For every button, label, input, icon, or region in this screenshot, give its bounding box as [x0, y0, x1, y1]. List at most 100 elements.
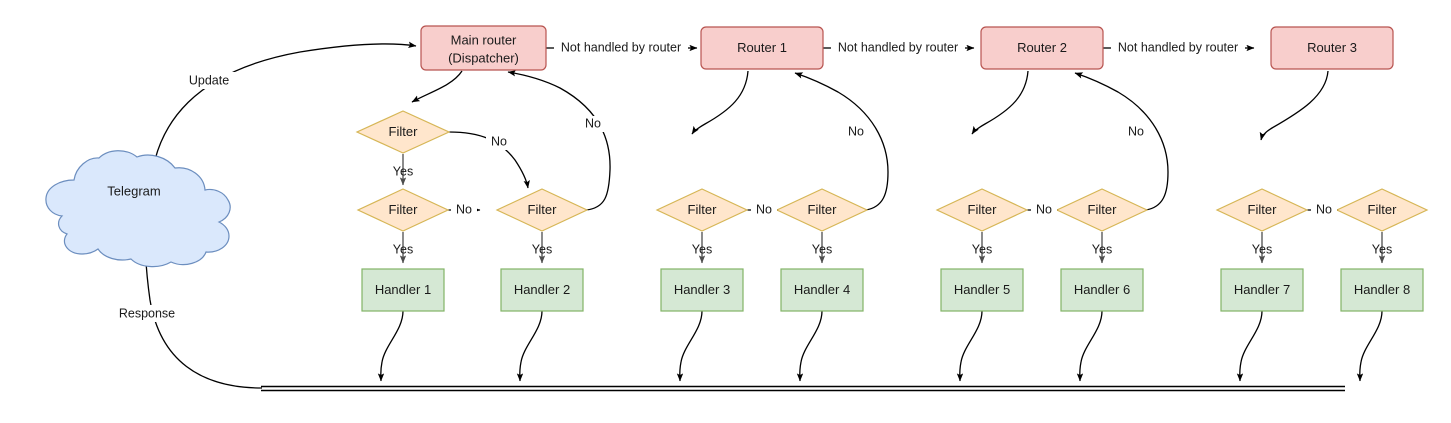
node-handler-1[interactable]: Handler 1	[361, 268, 445, 312]
edge-label-yes-3: Yes	[532, 242, 552, 256]
edge-label-no-4: No	[751, 202, 777, 218]
label-yes-4: Yes	[692, 242, 712, 256]
node-handler-5[interactable]: Handler 5	[940, 268, 1024, 312]
telegram-cloud-label: Telegram	[107, 183, 160, 198]
node-handler-7[interactable]: Handler 7	[1220, 268, 1304, 312]
label-not-handled-2: Not handled by router	[838, 40, 958, 54]
edge-handler1-to-bus	[377, 310, 404, 382]
edge-label-no-3: No	[580, 116, 606, 132]
node-filter-4[interactable]: Filter	[655, 188, 749, 232]
edge-label-yes-6: Yes	[972, 242, 992, 256]
edge-label-yes-2: Yes	[393, 242, 413, 256]
label-update: Update	[189, 73, 229, 87]
edge-filter3-no-mainrouter	[507, 70, 611, 211]
edge-filter5-no-router1	[794, 72, 889, 211]
node-router-1[interactable]: Router 1	[700, 26, 824, 70]
node-router-3[interactable]: Router 3	[1270, 26, 1394, 70]
edge-label-yes-1: Yes	[393, 164, 413, 178]
node-filter-6[interactable]: Filter	[935, 188, 1029, 232]
router-2-label: Router 2	[1017, 40, 1067, 55]
label-no-7: No	[1128, 124, 1144, 138]
label-yes-1: Yes	[393, 164, 413, 178]
node-main-router[interactable]: Main router (Dispatcher)	[420, 25, 547, 71]
telegram-cloud[interactable]: Telegram	[45, 150, 231, 268]
node-router-2[interactable]: Router 2	[980, 26, 1104, 70]
node-filter-2[interactable]: Filter	[356, 188, 450, 232]
edge-handler4-to-bus	[796, 310, 823, 382]
label-yes-9: Yes	[1372, 242, 1392, 256]
edge-router3-to-filter8	[1259, 70, 1329, 141]
edge-handler8-to-bus	[1356, 310, 1383, 382]
label-yes-2: Yes	[393, 242, 413, 256]
edge-router2-to-filter6	[971, 70, 1029, 135]
edge-mainrouter-to-filter1	[411, 70, 463, 103]
handler-7-label: Handler 7	[1234, 282, 1290, 297]
filter-2-label: Filter	[389, 202, 419, 217]
label-no-1: No	[491, 134, 507, 148]
edge-update	[149, 41, 417, 197]
handler-4-label: Handler 4	[794, 282, 850, 297]
edge-label-not-handled-2: Not handled by router	[831, 39, 965, 56]
label-yes-3: Yes	[532, 242, 552, 256]
edge-label-no-5: No	[843, 124, 869, 140]
label-no-6: No	[1036, 202, 1052, 216]
handler-1-label: Handler 1	[375, 282, 431, 297]
node-filter-7[interactable]: Filter	[1055, 188, 1149, 232]
router-1-label: Router 1	[737, 40, 787, 55]
label-no-5: No	[848, 124, 864, 138]
filter-8-label: Filter	[1248, 202, 1278, 217]
label-no-4: No	[756, 202, 772, 216]
edge-label-no-2: No	[451, 202, 477, 218]
filter-5-label: Filter	[808, 202, 838, 217]
label-not-handled-1: Not handled by router	[561, 40, 681, 54]
label-yes-6: Yes	[972, 242, 992, 256]
label-no-3: No	[585, 116, 601, 130]
edge-handler7-to-bus	[1236, 310, 1263, 382]
label-no-2: No	[456, 202, 472, 216]
edge-handler6-to-bus	[1076, 310, 1103, 382]
filter-7-label: Filter	[1088, 202, 1118, 217]
edge-label-yes-7: Yes	[1092, 242, 1112, 256]
node-handler-3[interactable]: Handler 3	[660, 268, 744, 312]
handler-6-label: Handler 6	[1074, 282, 1130, 297]
label-yes-8: Yes	[1252, 242, 1272, 256]
handler-3-label: Handler 3	[674, 282, 730, 297]
edge-handler5-to-bus	[956, 310, 983, 382]
edge-label-no-1: No	[486, 134, 512, 150]
edge-label-no-6: No	[1031, 202, 1057, 218]
edge-handler3-to-bus	[676, 310, 703, 382]
node-handler-2[interactable]: Handler 2	[500, 268, 584, 312]
node-filter-9[interactable]: Filter	[1335, 188, 1429, 232]
main-router-label-line2: (Dispatcher)	[448, 50, 519, 65]
node-filter-1[interactable]: Filter	[355, 110, 451, 154]
edge-label-not-handled-1: Not handled by router	[554, 39, 688, 56]
edge-filter1-no-filter3	[448, 131, 530, 189]
filter-9-label: Filter	[1368, 202, 1398, 217]
response-bus	[261, 385, 1345, 392]
edge-router1-to-filter4	[691, 70, 749, 135]
edge-label-not-handled-3: Not handled by router	[1111, 39, 1245, 56]
label-response: Response	[119, 306, 175, 320]
node-handler-6[interactable]: Handler 6	[1060, 268, 1144, 312]
filter-4-label: Filter	[688, 202, 718, 217]
handler-8-label: Handler 8	[1354, 282, 1410, 297]
router-3-label: Router 3	[1307, 40, 1357, 55]
label-yes-7: Yes	[1092, 242, 1112, 256]
label-yes-5: Yes	[812, 242, 832, 256]
edge-label-no-7: No	[1123, 124, 1149, 140]
node-filter-5[interactable]: Filter	[775, 188, 869, 232]
edge-handler2-to-bus	[516, 310, 543, 382]
label-not-handled-3: Not handled by router	[1118, 40, 1238, 54]
edge-filter7-no-router2	[1074, 72, 1169, 211]
handler-2-label: Handler 2	[514, 282, 570, 297]
node-filter-3[interactable]: Filter	[495, 188, 589, 232]
edge-label-yes-5: Yes	[812, 242, 832, 256]
edge-label-response: Response	[108, 305, 186, 322]
label-no-8: No	[1316, 202, 1332, 216]
edge-label-update: Update	[180, 72, 238, 89]
node-handler-8[interactable]: Handler 8	[1340, 268, 1424, 312]
node-handler-4[interactable]: Handler 4	[780, 268, 864, 312]
node-filter-8[interactable]: Filter	[1215, 188, 1309, 232]
edge-label-yes-8: Yes	[1252, 242, 1272, 256]
